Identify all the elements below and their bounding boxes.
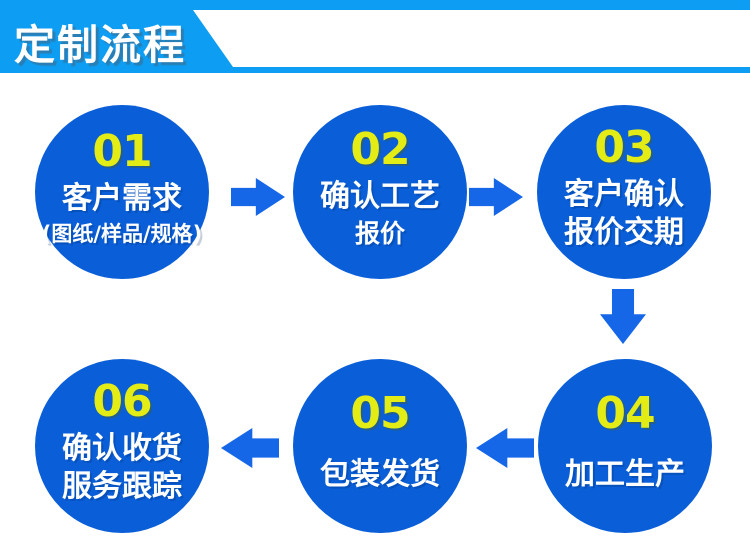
step-label: 包装发货 xyxy=(320,456,440,492)
step-number: 04 xyxy=(595,387,655,439)
arrow-left-icon xyxy=(221,428,279,468)
step-sublabel: 报价 xyxy=(354,219,405,249)
step-number: 02 xyxy=(350,123,410,175)
arrow-down-icon xyxy=(600,289,646,344)
step-number: 06 xyxy=(92,375,152,427)
step-circle-06: 06 确认收货 服务跟踪 xyxy=(35,359,209,533)
step-number: 03 xyxy=(594,121,654,173)
step-number: 05 xyxy=(350,387,410,439)
arrow-right-icon xyxy=(469,178,523,216)
step-label: 客户确认 xyxy=(564,176,684,212)
step-circle-02: 02 确认工艺 报价 xyxy=(293,105,467,279)
step-label: 客户需求 xyxy=(62,180,182,216)
step-number: 01 xyxy=(92,125,152,177)
step-circle-05: 05 包装发货 xyxy=(293,359,467,533)
step-label: 加工生产 xyxy=(565,456,685,492)
step-label: 确认工艺 xyxy=(320,178,440,214)
step-sublabel: (图纸/样品/规格) xyxy=(41,222,203,247)
step-circle-04: 04 加工生产 xyxy=(538,359,712,533)
step-label: 确认收货 xyxy=(62,430,182,466)
page-title: 定制流程 xyxy=(14,21,186,69)
step-label: 报价交期 xyxy=(564,215,684,250)
arrow-left-icon xyxy=(476,428,534,468)
step-label: 服务跟踪 xyxy=(62,469,182,504)
step-circle-01: 01 客户需求 (图纸/样品/规格) xyxy=(35,105,209,279)
step-circle-03: 03 客户确认 报价交期 xyxy=(537,105,711,279)
arrow-right-icon xyxy=(231,178,285,216)
